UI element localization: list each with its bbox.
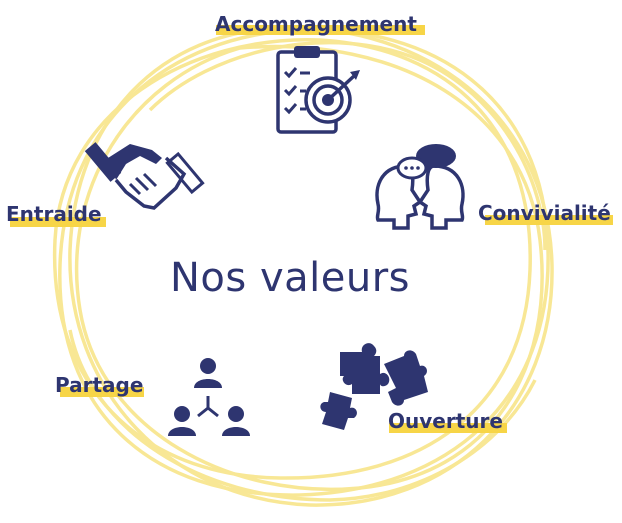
diagram-title: Nos valeurs	[170, 255, 410, 301]
label-highlights	[10, 25, 613, 433]
people-network-icon	[168, 358, 250, 436]
value-label-accompagnement: Accompagnement	[215, 12, 417, 36]
value-label-partage: Partage	[55, 373, 143, 397]
clipboard-target-icon	[276, 46, 360, 134]
puzzle-pieces-icon	[320, 343, 428, 430]
value-label-entraide: Entraide	[6, 202, 102, 226]
value-label-ouverture: Ouverture	[388, 409, 503, 433]
value-label-convivialite: Convivialité	[478, 201, 611, 225]
conversation-heads-icon	[375, 144, 465, 230]
handshake-icon	[84, 142, 205, 210]
